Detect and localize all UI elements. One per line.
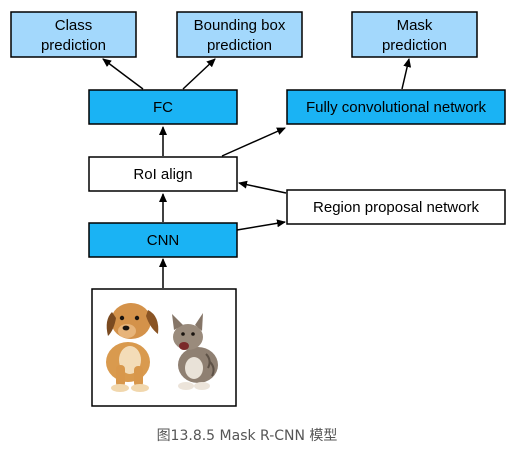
roi-align-box: RoI align [88,156,238,192]
cnn-label: CNN [147,232,180,249]
arrow-fc-to-bbox [182,58,216,90]
figure-caption: 图13.8.5 Mask R-CNN 模型 [157,428,338,444]
kitten-illustration [172,313,218,390]
arrow-roi-to-fcn [221,127,286,157]
fcn-box: Fully convolutional network [286,89,506,125]
bbox-prediction-line2: prediction [207,37,272,54]
arrow-rpn-to-roi [238,180,287,194]
rpn-label: Region proposal network [313,199,479,216]
mask-prediction-line2: prediction [382,37,447,54]
mask-prediction-box: Mask prediction [351,11,478,58]
input-image [91,288,237,407]
fc-label: FC [153,99,173,116]
class-prediction-line2: prediction [41,37,106,54]
fcn-label: Fully convolutional network [306,99,487,116]
rpn-box: Region proposal network [286,189,506,225]
roi-align-label: RoI align [133,166,192,183]
cnn-box: CNN [88,222,238,258]
mask-prediction-line1: Mask [397,17,433,34]
class-prediction-box: Class prediction [10,11,137,58]
arrows [102,58,412,288]
bbox-prediction-box: Bounding box prediction [176,11,303,58]
arrow-fcn-to-mask [401,58,412,90]
arrow-cnn-to-rpn [236,219,286,231]
arrow-fc-to-class [102,58,144,90]
class-prediction-line1: Class [55,17,93,34]
bbox-prediction-line1: Bounding box [194,17,286,34]
dog-illustration [106,303,159,392]
fc-box: FC [88,89,238,125]
